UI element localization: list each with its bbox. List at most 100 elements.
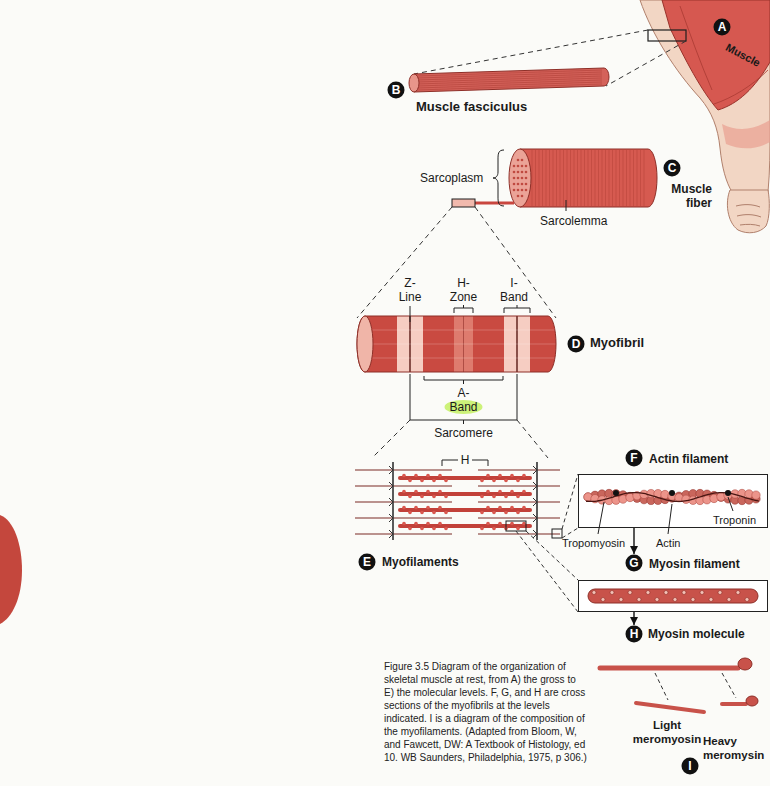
myosin-head	[414, 522, 418, 526]
myofibril-dot	[525, 171, 528, 174]
band-bracket	[454, 305, 530, 313]
striation-line	[535, 150, 536, 206]
inset-heading: Myosin filament	[649, 557, 740, 571]
thick-filament	[400, 524, 530, 528]
thin-filament	[355, 517, 452, 518]
myosin-head	[691, 598, 695, 602]
myofilaments	[355, 462, 560, 540]
myosin-head	[592, 591, 596, 595]
striation-line	[637, 150, 638, 206]
h-zone	[668, 316, 687, 372]
myosin-head	[610, 591, 614, 595]
myosin-head	[510, 474, 514, 478]
striation-line	[640, 150, 641, 206]
thin-filament	[478, 517, 560, 518]
biceps-muscle	[662, 0, 770, 110]
myosin-head	[492, 527, 496, 531]
callout-circle: G	[625, 554, 643, 572]
sample-box	[648, 30, 686, 41]
myosin-head	[516, 527, 520, 531]
fibril-texture	[350, 344, 560, 345]
striation-line	[560, 150, 561, 206]
callout-circle: F	[625, 449, 643, 467]
fiber-stripes	[532, 150, 644, 206]
callout-circle-fill	[568, 336, 585, 353]
m-line	[249, 316, 250, 372]
figure-caption: Figure 3.5 Diagram of the organization o…	[384, 660, 588, 764]
heavy-meromyosin-head	[746, 696, 758, 706]
part-label: Myofibril	[590, 336, 644, 350]
myosin-head	[516, 511, 520, 515]
zoom-line	[357, 207, 556, 318]
sarcomere-bracket	[410, 374, 517, 424]
myofibril-dot	[521, 165, 524, 168]
callout-letter: A	[718, 20, 727, 34]
troponin-dot	[669, 490, 675, 496]
striation-line	[591, 150, 592, 206]
z-disc-mark	[389, 530, 393, 538]
callout-letter: B	[392, 83, 401, 97]
myofibril-dot	[517, 195, 520, 198]
myosin-head	[432, 479, 436, 483]
part-label: H	[457, 453, 473, 467]
thin-filament	[478, 485, 560, 486]
myofibril-bands	[196, 316, 718, 372]
callout-circle: B	[387, 81, 405, 99]
myosin-head	[438, 490, 442, 494]
myosin-head	[480, 511, 484, 515]
striation-line	[542, 150, 543, 206]
myosin-head	[646, 591, 650, 595]
thin-filament	[478, 533, 560, 534]
myosin-head	[444, 511, 448, 515]
thick-filament	[400, 476, 530, 480]
myosin-head	[700, 591, 704, 595]
z-disc-mark	[533, 482, 537, 490]
striation-line	[609, 150, 610, 206]
myosin-head	[522, 506, 526, 510]
myosin-head	[498, 522, 502, 526]
myofibril-outline	[357, 316, 556, 372]
inset-box: Myosin filament	[578, 580, 768, 612]
thin-filament	[355, 533, 452, 534]
myosin-head	[498, 490, 502, 494]
arrow-connector	[633, 528, 634, 554]
part-label: Myosin molecule	[648, 627, 745, 641]
myosin-head	[516, 495, 520, 499]
callout-circle-fill	[388, 82, 405, 99]
myosin-head	[727, 598, 731, 602]
myofibril-dot	[513, 165, 516, 168]
striation-line	[532, 150, 533, 206]
striation-line	[605, 150, 606, 206]
troponin-dot	[613, 490, 619, 496]
striation-line	[623, 150, 624, 206]
striation-line	[556, 150, 557, 206]
myofibril-dot	[513, 177, 516, 180]
inset-box: Actin filamentTroponin	[578, 474, 768, 528]
myosin-head	[426, 474, 430, 478]
leader-line	[410, 306, 411, 322]
myosin-head	[655, 598, 659, 602]
myofibril-dot	[525, 177, 528, 180]
callout-circle-fill	[626, 555, 643, 572]
myosin-head	[402, 522, 406, 526]
myosin-head	[420, 495, 424, 499]
part-label: Sarcolemma	[540, 214, 607, 228]
callout-circle-fill	[359, 554, 376, 571]
myofibril-dot	[525, 183, 528, 186]
callout-circle: A	[713, 18, 731, 36]
myosin-head	[402, 474, 406, 478]
striation-line	[633, 150, 634, 206]
myofibril-dot	[517, 159, 520, 162]
thick-filament	[400, 492, 530, 496]
fiber-end-face	[509, 149, 531, 207]
part-label: Muscle	[723, 40, 763, 70]
thin-filament	[355, 501, 452, 502]
muscle-striation	[680, 6, 768, 104]
striation-line	[612, 150, 613, 206]
sample-box	[552, 529, 562, 538]
striation-line	[584, 150, 585, 206]
myosin-head	[438, 474, 442, 478]
fasciculus-end	[409, 74, 419, 92]
split-line	[655, 673, 736, 700]
striation-line	[567, 150, 568, 206]
